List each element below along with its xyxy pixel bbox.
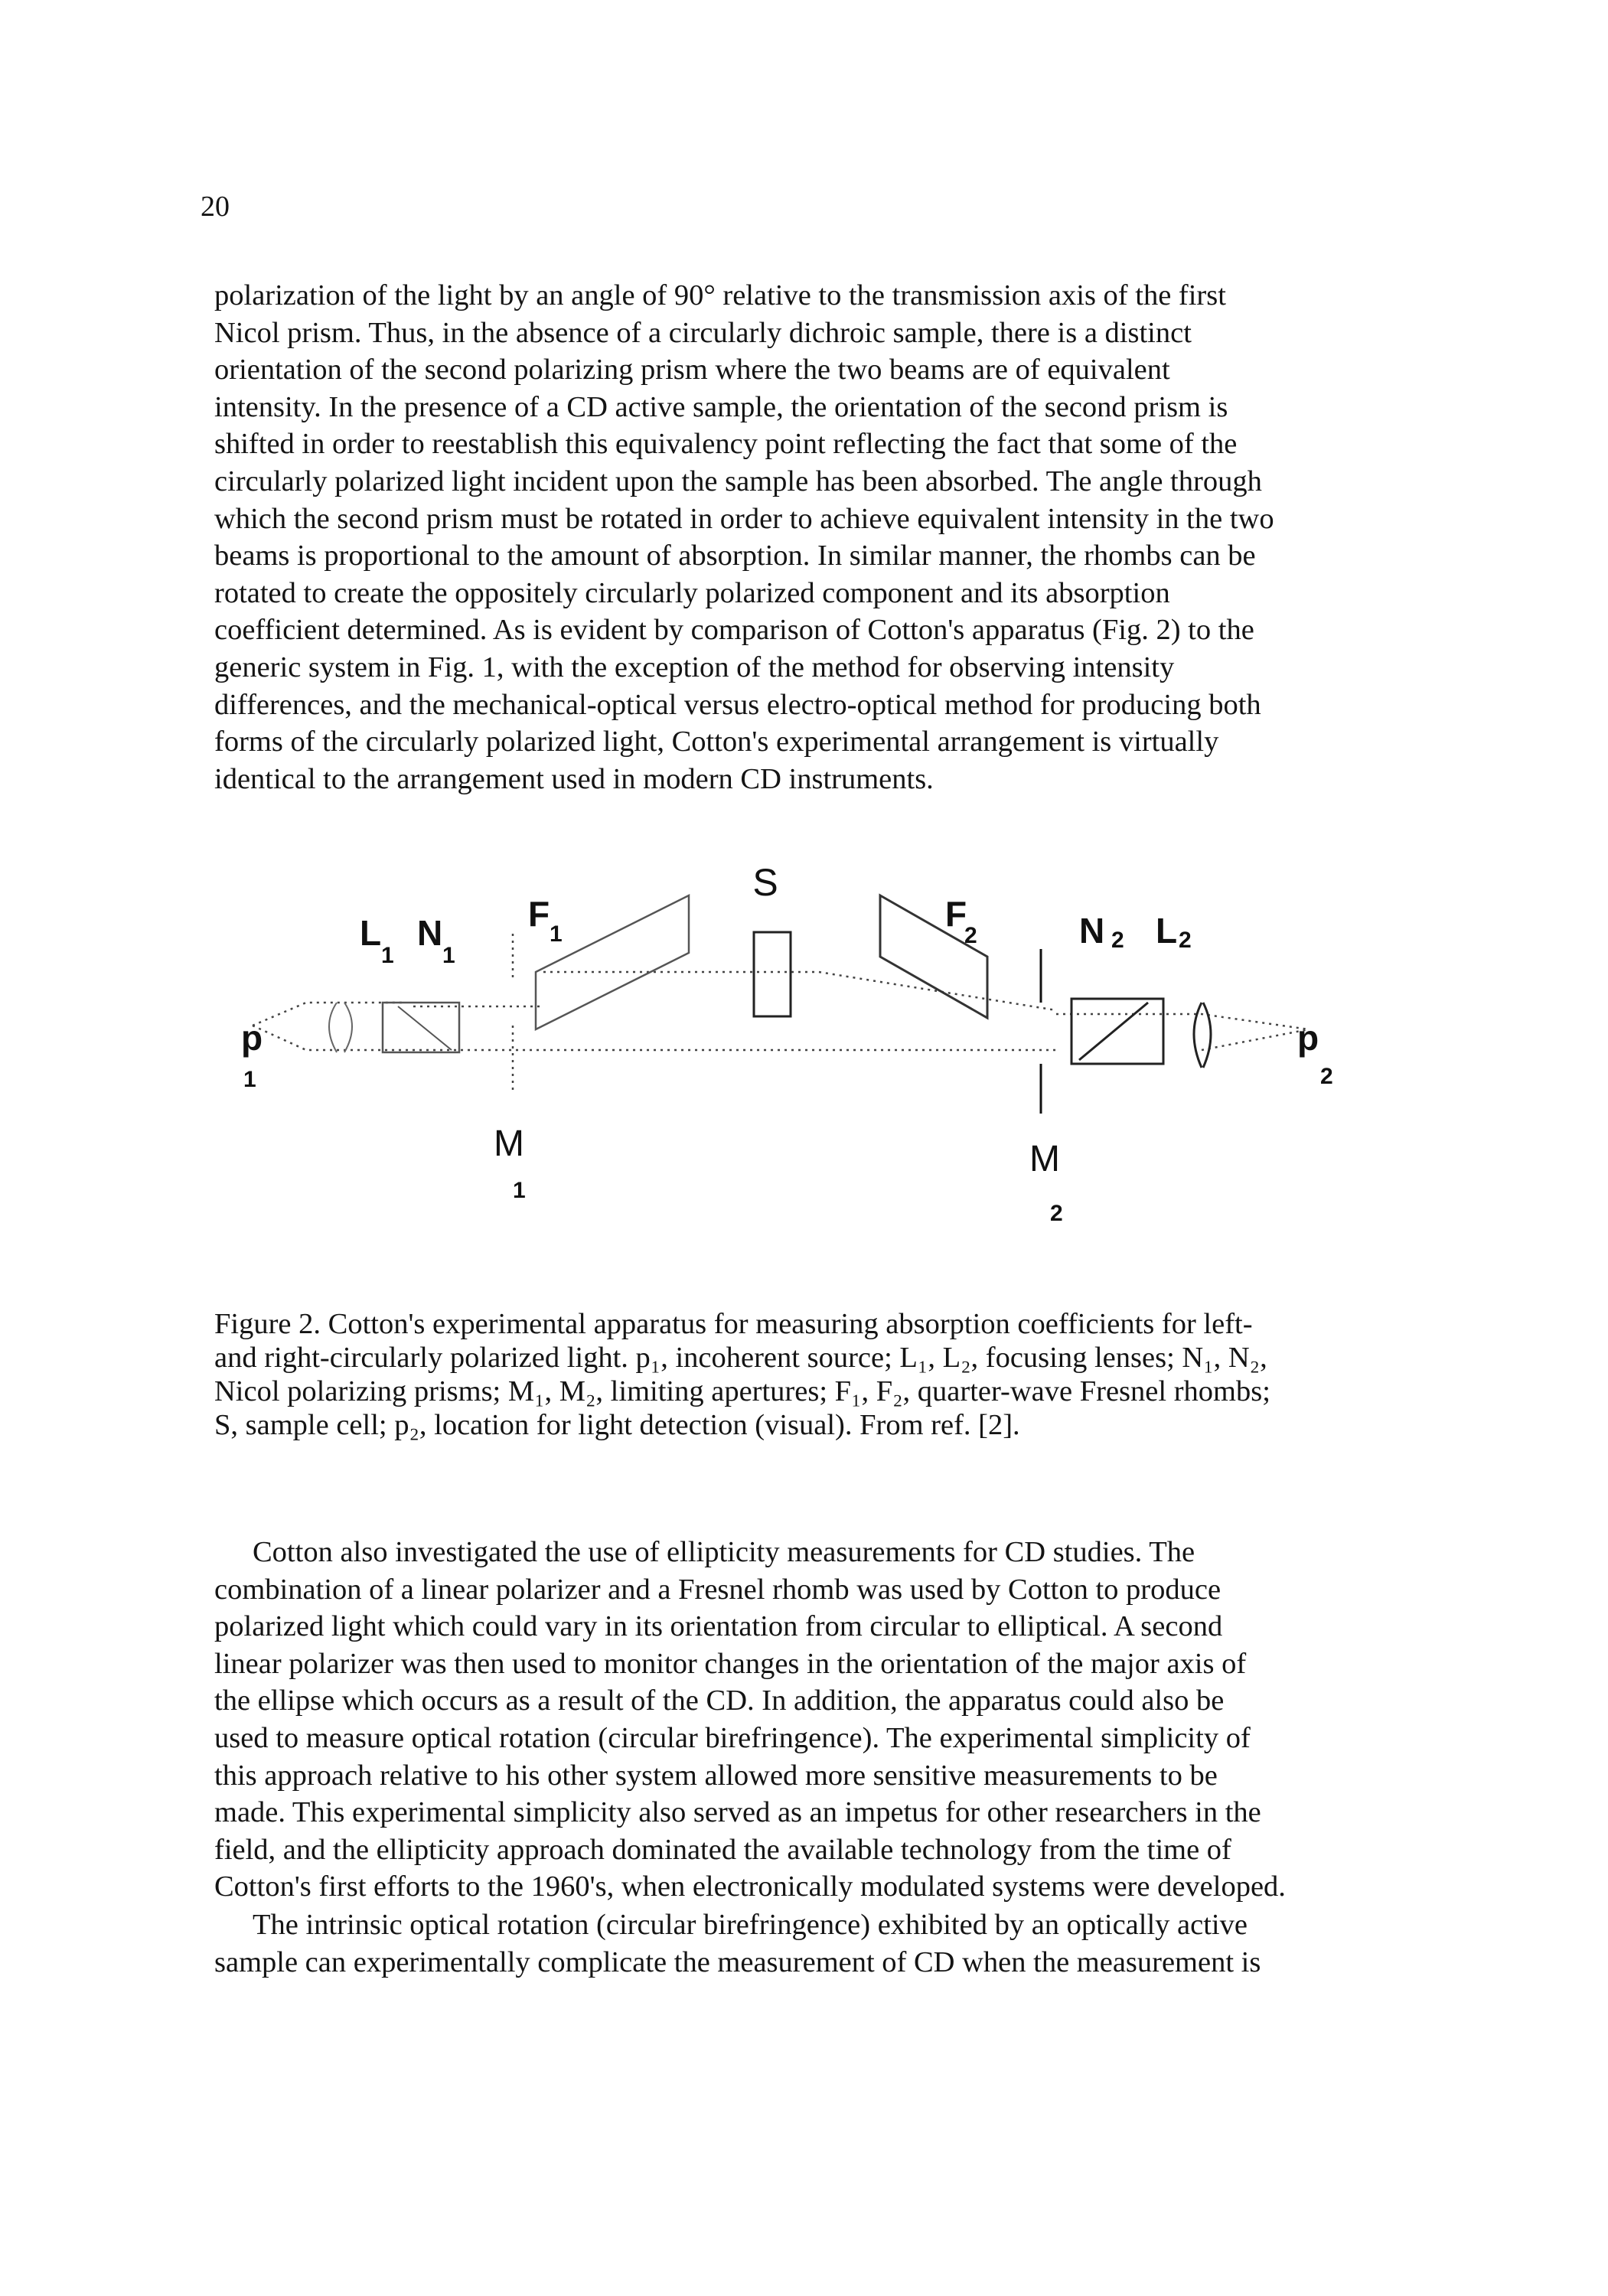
rhomb-f1-body xyxy=(534,893,690,1032)
label-l1: L xyxy=(360,913,381,953)
paragraph-line: generic system in Fig. 1, with the excep… xyxy=(214,651,1175,683)
paragraph-line: sample can experimentally complicate the… xyxy=(214,1945,1261,1978)
caption-line: Nicol polarizing prisms; M₁, M₂, limitin… xyxy=(214,1375,1270,1407)
lens-l2 xyxy=(1192,1002,1212,1068)
label-n2: N xyxy=(1079,911,1104,951)
rhomb-f2 xyxy=(879,893,989,1020)
lens-l2-curve-left xyxy=(1192,1002,1203,1068)
label-m2: M xyxy=(1029,1139,1060,1179)
label-f2: F xyxy=(945,894,967,934)
body-paragraph-3: The intrinsic optical rotation (circular… xyxy=(214,1906,1404,1981)
paragraph-line: combination of a linear polarizer and a … xyxy=(214,1573,1221,1606)
label-l2: L xyxy=(1156,911,1177,951)
paragraph-line: forms of the circularly polarized light,… xyxy=(214,726,1219,758)
paragraph-line: polarization of the light by an angle of… xyxy=(214,279,1226,311)
paragraph-line: polarized light which could vary in its … xyxy=(214,1610,1223,1643)
label-n1-subscript: 1 xyxy=(442,943,455,968)
label-m1: M xyxy=(494,1124,524,1164)
paragraph-line: circularly polarized light incident upon… xyxy=(214,465,1262,497)
caption-line: S, sample cell; p₂, location for light d… xyxy=(214,1409,1020,1441)
paragraph-line: rotated to create the oppositely circula… xyxy=(214,576,1170,609)
beam-lower-right xyxy=(1201,1028,1310,1052)
label-p1: p xyxy=(241,1018,263,1058)
sample-cell-s xyxy=(752,931,792,1018)
prism-n2-body xyxy=(1070,997,1165,1065)
label-f2-subscript: 2 xyxy=(964,923,977,948)
label-m1-subscript: 1 xyxy=(513,1178,526,1203)
label-p1-subscript: 1 xyxy=(243,1067,256,1092)
body-paragraph-1: polarization of the light by an angle of… xyxy=(214,277,1404,797)
caption-line: Figure 2. Cotton's experimental apparatu… xyxy=(214,1308,1253,1340)
paragraph-line: the ellipse which occurs as a result of … xyxy=(214,1684,1225,1717)
body-paragraph-2: Cotton also investigated the use of elli… xyxy=(214,1534,1404,1906)
beam-from-rhomb-2 xyxy=(818,970,1057,1012)
prism-n1 xyxy=(381,1001,461,1054)
paragraph-line: Cotton's first efforts to the 1960's, wh… xyxy=(214,1870,1286,1903)
paragraph-line: differences, and the mechanical-optical … xyxy=(214,688,1261,721)
paragraph-line: The intrinsic optical rotation (circular… xyxy=(253,1909,1248,1941)
lens-l2-curve-right xyxy=(1202,1002,1212,1068)
paragraph-line: which the second prism must be rotated i… xyxy=(214,502,1274,535)
label-m2-subscript: 2 xyxy=(1050,1201,1063,1226)
beam-lower xyxy=(252,1024,1056,1052)
optical-beam-paths xyxy=(252,934,1310,1094)
paragraph-line: made. This experimental simplicity also … xyxy=(214,1796,1261,1829)
label-p2: p xyxy=(1297,1018,1319,1058)
prism-n2-diagonal xyxy=(1078,1001,1149,1062)
rhomb-f2-body xyxy=(879,893,989,1020)
paragraph-line: beams is proportional to the amount of a… xyxy=(214,540,1256,572)
lens-l1 xyxy=(328,1002,353,1053)
prism-n1-body xyxy=(381,1001,461,1054)
label-n1: N xyxy=(417,913,442,953)
paragraph-line: used to measure optical rotation (circul… xyxy=(214,1721,1251,1754)
label-s: S xyxy=(752,861,778,904)
label-l2-subscript: 2 xyxy=(1179,928,1192,953)
paragraph-line: identical to the arrangement used in mod… xyxy=(214,762,934,795)
beam-upper-left xyxy=(252,1001,406,1027)
lens-l1-curve-left xyxy=(328,1002,338,1053)
label-n2-subscript: 2 xyxy=(1111,928,1124,953)
lens-l1-curve-right xyxy=(344,1002,353,1053)
figure-caption: Figure 2. Cotton's experimental apparatu… xyxy=(214,1307,1408,1442)
paragraph-line: Cotton also investigated the use of elli… xyxy=(253,1536,1195,1568)
sample-cell-body xyxy=(752,931,792,1018)
prism-n1-diagonal xyxy=(397,1006,452,1051)
page-number: 20 xyxy=(201,191,230,223)
rhomb-f1 xyxy=(534,893,690,1032)
paragraph-line: coefficient determined. As is evident by… xyxy=(214,614,1254,647)
paragraph-line: Nicol prism. Thus, in the absence of a c… xyxy=(214,316,1192,349)
paragraph-line: this approach relative to his other syst… xyxy=(214,1759,1218,1792)
label-p2-subscript: 2 xyxy=(1320,1064,1333,1089)
apparatus-diagram: S L 1 N 1 F 1 F 2 N 2 L 2 p 1 p 2 M 1 M … xyxy=(241,861,1333,1226)
label-l1-subscript: 1 xyxy=(381,943,394,968)
prism-n2 xyxy=(1070,997,1165,1065)
paragraph-line: shifted in order to reestablish this equ… xyxy=(214,428,1238,461)
label-f1: F xyxy=(528,894,550,934)
caption-line: and right-circularly polarized light. p₁… xyxy=(214,1342,1267,1374)
paragraph-line: intensity. In the presence of a CD activ… xyxy=(214,390,1228,423)
beam-upper-right xyxy=(1056,1013,1310,1031)
paragraph-line: field, and the ellipticity approach domi… xyxy=(214,1833,1231,1866)
figure-cotton-apparatus: S L 1 N 1 F 1 F 2 N 2 L 2 p 1 p 2 M 1 M … xyxy=(207,850,1401,1263)
label-f1-subscript: 1 xyxy=(550,921,563,947)
paragraph-line: linear polarizer was then used to monito… xyxy=(214,1647,1247,1680)
paragraph-line: orientation of the second polarizing pri… xyxy=(214,354,1170,386)
